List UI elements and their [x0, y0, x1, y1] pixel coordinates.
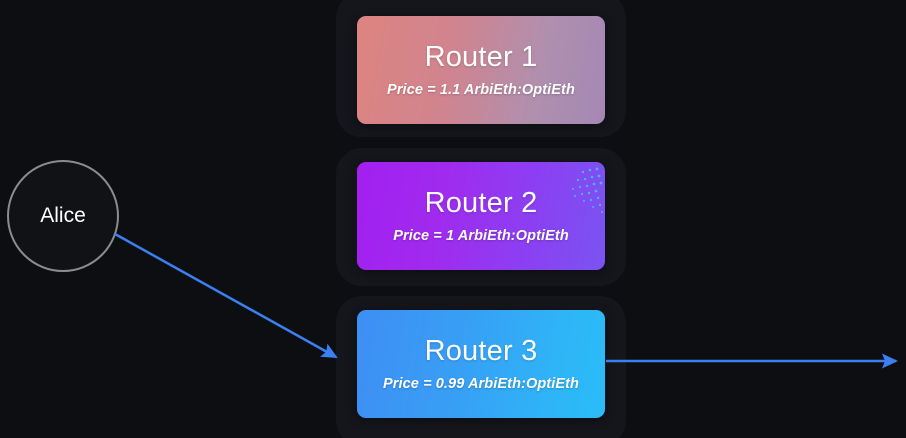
- router-node-2[interactable]: Router 2 Price = 1 ArbiEth:OptiEth: [357, 162, 605, 270]
- router-node-3[interactable]: Router 3 Price = 0.99 ArbiEth:OptiEth: [357, 310, 605, 418]
- edge-alice-to-router3: [114, 232, 338, 359]
- router-title: Router 3: [424, 334, 538, 367]
- router-price: Price = 1 ArbiEth:OptiEth: [393, 228, 569, 245]
- router-node-1[interactable]: Router 1 Price = 1.1 ArbiEth:OptiEth: [357, 16, 605, 124]
- router-title: Router 1: [424, 40, 538, 73]
- source-node-label: Alice: [40, 204, 86, 227]
- dot-pattern-icon: [572, 167, 603, 213]
- router-title: Router 2: [424, 186, 538, 219]
- source-node-alice[interactable]: Alice: [7, 160, 119, 272]
- router-price: Price = 1.1 ArbiEth:OptiEth: [387, 82, 575, 99]
- router-price: Price = 0.99 ArbiEth:OptiEth: [382, 376, 580, 393]
